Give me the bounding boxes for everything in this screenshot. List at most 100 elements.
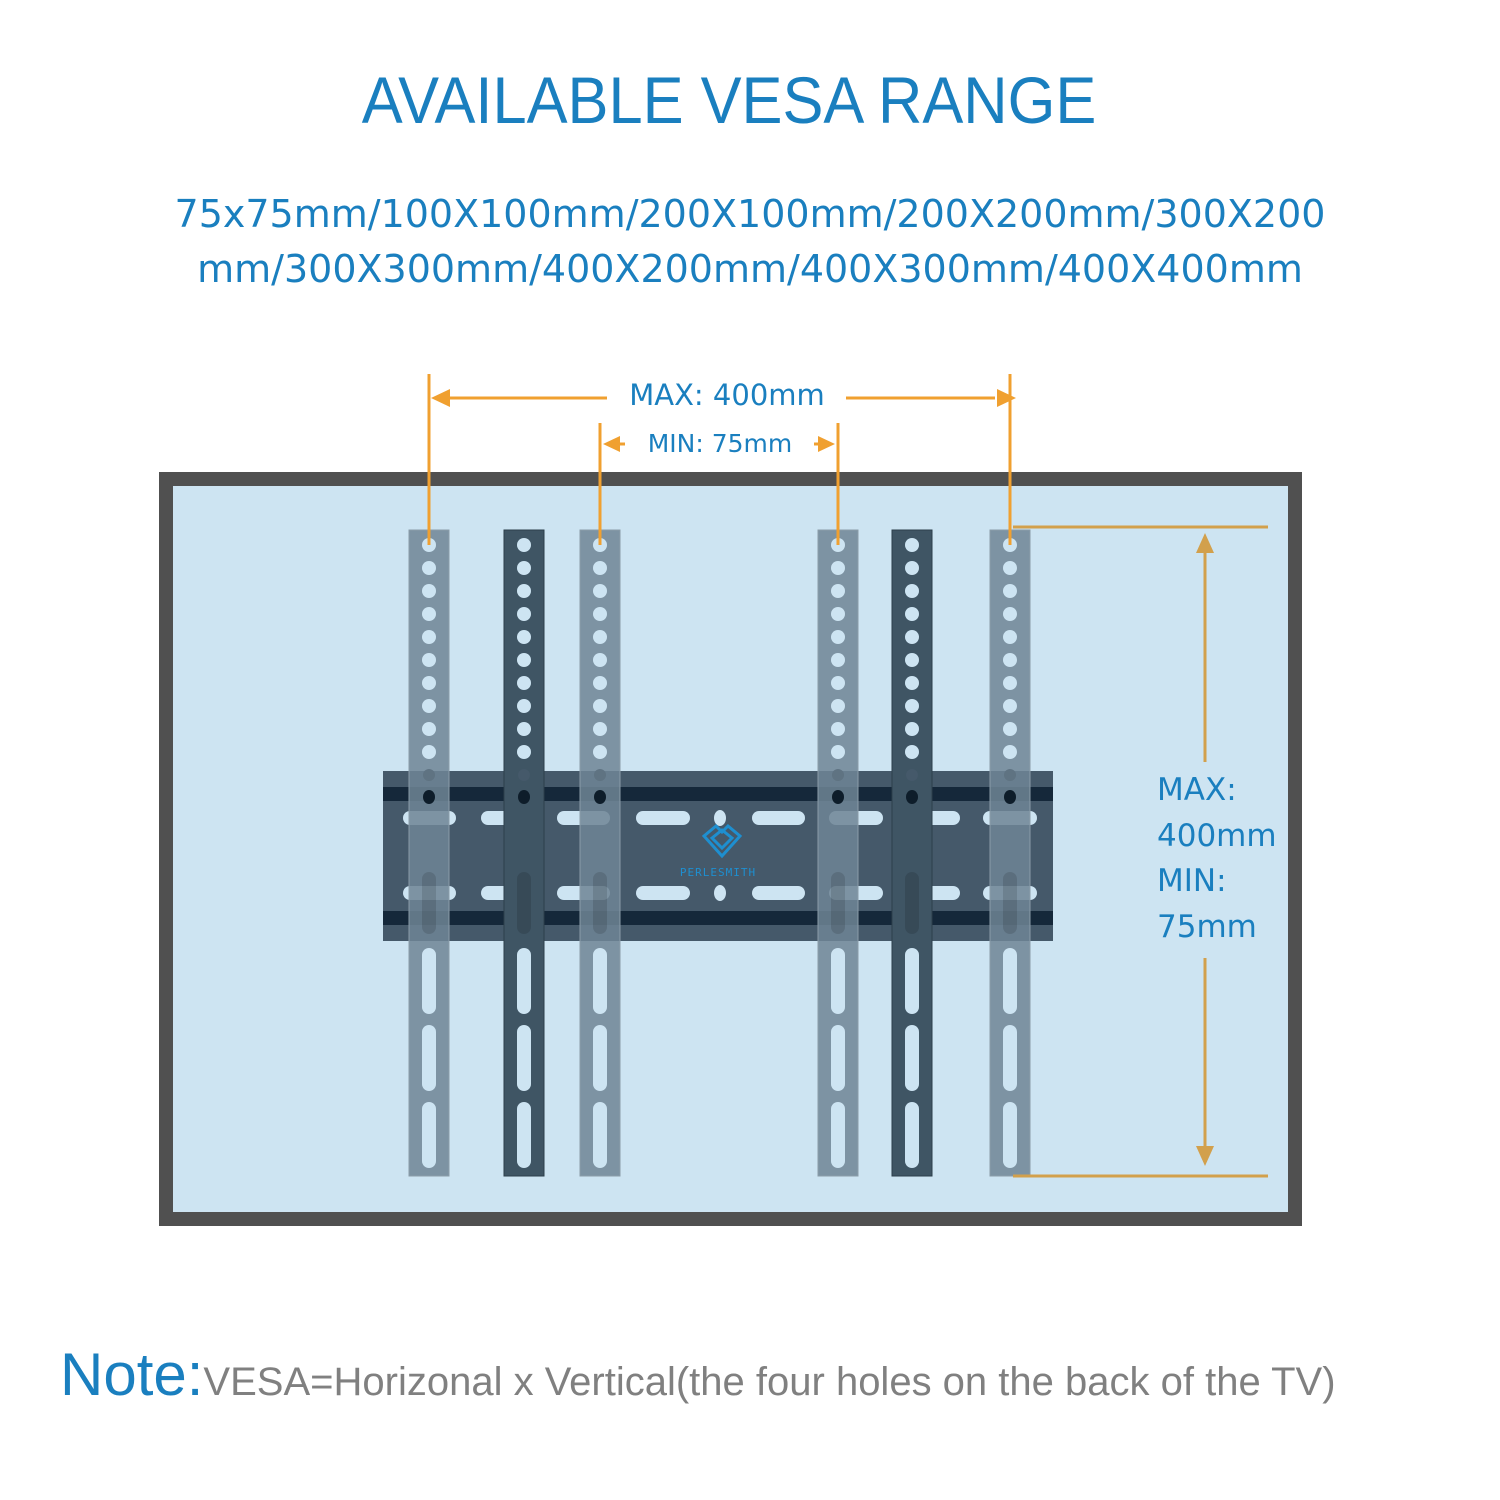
arm-hole: [422, 745, 436, 759]
vertical-max-value: 400mm: [1157, 818, 1277, 854]
arm-hole: [1003, 722, 1017, 736]
vertical-dimension: [1013, 525, 1268, 1178]
arm-hole: [423, 769, 435, 781]
arm-hole: [905, 607, 919, 621]
vertical-min-label: MIN:: [1157, 863, 1227, 899]
arm-hole: [905, 676, 919, 690]
arm-hole: [1004, 769, 1016, 781]
arm-hole: [517, 699, 531, 713]
plate-slot: [636, 811, 690, 825]
arm-hole: [905, 722, 919, 736]
arm-hole: [832, 769, 844, 781]
arm-hole: [593, 584, 607, 598]
page-title: AVAILABLE VESA RANGE: [361, 63, 1097, 137]
arm-slot: [517, 1102, 531, 1168]
arm-hole: [517, 722, 531, 736]
arm-hole: [517, 676, 531, 690]
plate-hole: [714, 810, 726, 826]
arm-hole: [831, 699, 845, 713]
arm-hole: [1003, 676, 1017, 690]
arm-hole: [831, 653, 845, 667]
arm-hole: [1003, 630, 1017, 644]
mounting-arm-light: [989, 529, 1031, 1177]
arm-hole: [905, 561, 919, 575]
arm-slot: [1003, 1102, 1017, 1168]
arm-hole: [1003, 607, 1017, 621]
arm-hole: [1003, 561, 1017, 575]
horizontal-dimension-max: [427, 374, 1016, 545]
arm-slot: [905, 1102, 919, 1168]
arm-hole: [831, 722, 845, 736]
brand-name: PERLESMITH: [680, 866, 756, 879]
arm-hole: [905, 584, 919, 598]
arm-slot: [593, 1025, 607, 1091]
arm-hole: [594, 769, 606, 781]
wall-plate: [383, 771, 1053, 941]
arm-slot-shadow: [593, 872, 607, 934]
arm-slot: [1003, 948, 1017, 1014]
vesa-sizes-line-1: 75x75mm/100X100mm/200X100mm/200X200mm/30…: [174, 192, 1326, 236]
arm-hole: [422, 653, 436, 667]
arm-slot-shadow: [517, 872, 531, 934]
bolt-hole: [518, 790, 530, 804]
arm-hole: [831, 584, 845, 598]
arm-hole: [593, 676, 607, 690]
arm-hole: [422, 676, 436, 690]
arm-hole: [831, 561, 845, 575]
arm-hole: [905, 699, 919, 713]
arm-slot-shadow: [905, 872, 919, 934]
arm-slot: [422, 1102, 436, 1168]
arm-slot-shadow: [831, 872, 845, 934]
arm-hole: [517, 561, 531, 575]
arm-hole: [905, 745, 919, 759]
plate-rail-top: [383, 787, 1053, 801]
arm-hole: [1003, 584, 1017, 598]
horizontal-min-label: MIN: 75mm: [648, 429, 793, 458]
arm-hole: [831, 745, 845, 759]
mounting-arm-light: [408, 529, 450, 1177]
arm-hole: [831, 630, 845, 644]
vertical-min-value: 75mm: [1157, 909, 1257, 945]
horizontal-max-label: MAX: 400mm: [629, 378, 825, 412]
arm-slot-shadow: [422, 872, 436, 934]
arm-slot: [517, 1025, 531, 1091]
arm-hole: [905, 653, 919, 667]
mounting-arm-dark: [503, 529, 545, 1177]
arm-slot: [422, 1025, 436, 1091]
bolt-hole: [1004, 790, 1016, 804]
arm-slot: [593, 1102, 607, 1168]
arm-slot: [1003, 1025, 1017, 1091]
arm-hole: [1003, 745, 1017, 759]
arm-hole: [593, 653, 607, 667]
arm-hole: [593, 745, 607, 759]
arm-hole: [905, 630, 919, 644]
mounting-arm-light: [579, 529, 621, 1177]
vesa-sizes-line-2: mm/300X300mm/400X200mm/400X300mm/400X400…: [197, 247, 1303, 291]
arm-hole: [1003, 699, 1017, 713]
arm-hole: [517, 745, 531, 759]
arm-hole: [422, 630, 436, 644]
plate-rail-bottom: [383, 911, 1053, 925]
arm-hole: [422, 561, 436, 575]
arm-hole: [831, 607, 845, 621]
diamond-heart-logo-icon: [701, 823, 743, 859]
arm-slot: [831, 948, 845, 1014]
vertical-max-label: MAX:: [1157, 772, 1237, 808]
arm-slot: [831, 1025, 845, 1091]
arm-hole: [831, 676, 845, 690]
arm-hole: [422, 584, 436, 598]
arm-slot: [905, 1025, 919, 1091]
mounting-arm-light: [817, 529, 859, 1177]
arm-slot-shadow: [1003, 872, 1017, 934]
plate-slot: [752, 886, 805, 900]
note-label: Note:: [60, 1341, 204, 1408]
arm-hole: [906, 769, 918, 781]
arm-slot: [905, 948, 919, 1014]
arm-hole: [593, 722, 607, 736]
arm-hole: [422, 722, 436, 736]
arm-slot: [593, 948, 607, 1014]
arm-hole: [517, 653, 531, 667]
arm-hole: [593, 699, 607, 713]
arm-hole: [422, 607, 436, 621]
arm-hole: [422, 699, 436, 713]
